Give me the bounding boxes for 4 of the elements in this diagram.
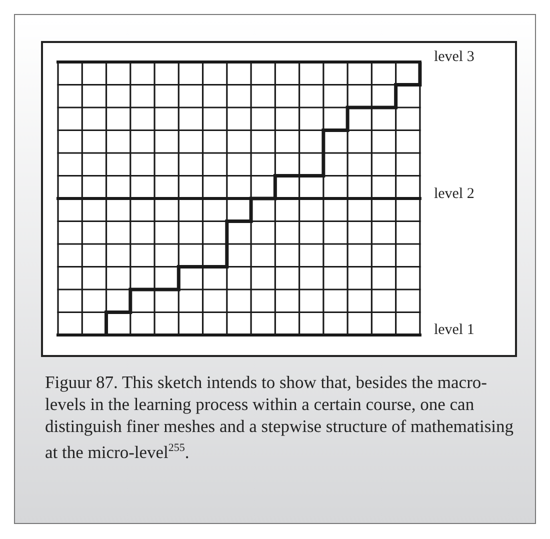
level-label: level 2 <box>434 186 474 202</box>
level-label: level 1 <box>434 322 474 339</box>
level-label: level 3 <box>434 49 474 66</box>
figure-caption: Figuur 87. This sketch intends to show that, besides the macro-levels in the learning process within a certain course, one can distinguish finer meshes and a stepwise structure of mathematising at the micro-level$^{255}$. <box>45 371 515 463</box>
